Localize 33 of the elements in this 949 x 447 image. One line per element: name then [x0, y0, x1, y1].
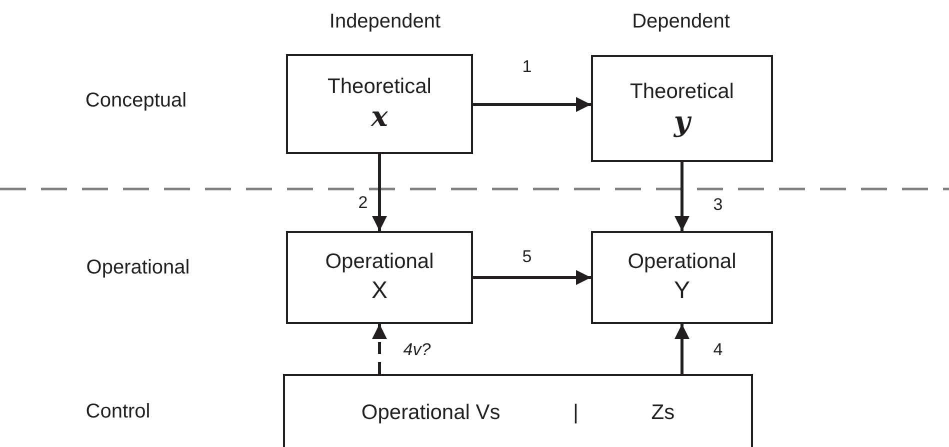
arrow [372, 324, 387, 374]
arrow [473, 270, 591, 285]
process-box [283, 374, 753, 447]
process-box [286, 231, 473, 324]
row-heading: Operational [86, 256, 190, 280]
node-text: Operational Vs [361, 400, 500, 426]
edge-label: 3 [713, 195, 723, 215]
edge-label: 1 [522, 57, 532, 77]
edge-label: 4v? [403, 340, 431, 360]
column-heading: Independent [329, 10, 441, 34]
arrow [674, 162, 690, 231]
variable-symbol: y [674, 104, 690, 138]
column-heading: Dependent [632, 10, 730, 34]
node-title: Theoretical [328, 74, 432, 100]
edge-label: 5 [522, 247, 532, 267]
row-heading: Conceptual [85, 90, 187, 112]
process-box [591, 55, 773, 162]
edge-label: 2 [358, 193, 368, 213]
node-title: Theoretical [630, 78, 734, 104]
arrow [674, 324, 690, 374]
variable-symbol: X [371, 276, 388, 306]
arrow [372, 154, 387, 231]
variable-symbol: x [371, 100, 388, 134]
edge-label: 4 [713, 340, 723, 360]
arrow [473, 97, 591, 112]
process-box [286, 54, 473, 154]
row-heading: Control [86, 400, 150, 424]
process-box [591, 231, 773, 324]
node-text: Zs [651, 400, 675, 426]
variable-symbol: Y [674, 276, 690, 306]
node-title: Operational [628, 248, 736, 274]
divider-mark: | [573, 400, 579, 426]
node-title: Operational [325, 248, 434, 274]
